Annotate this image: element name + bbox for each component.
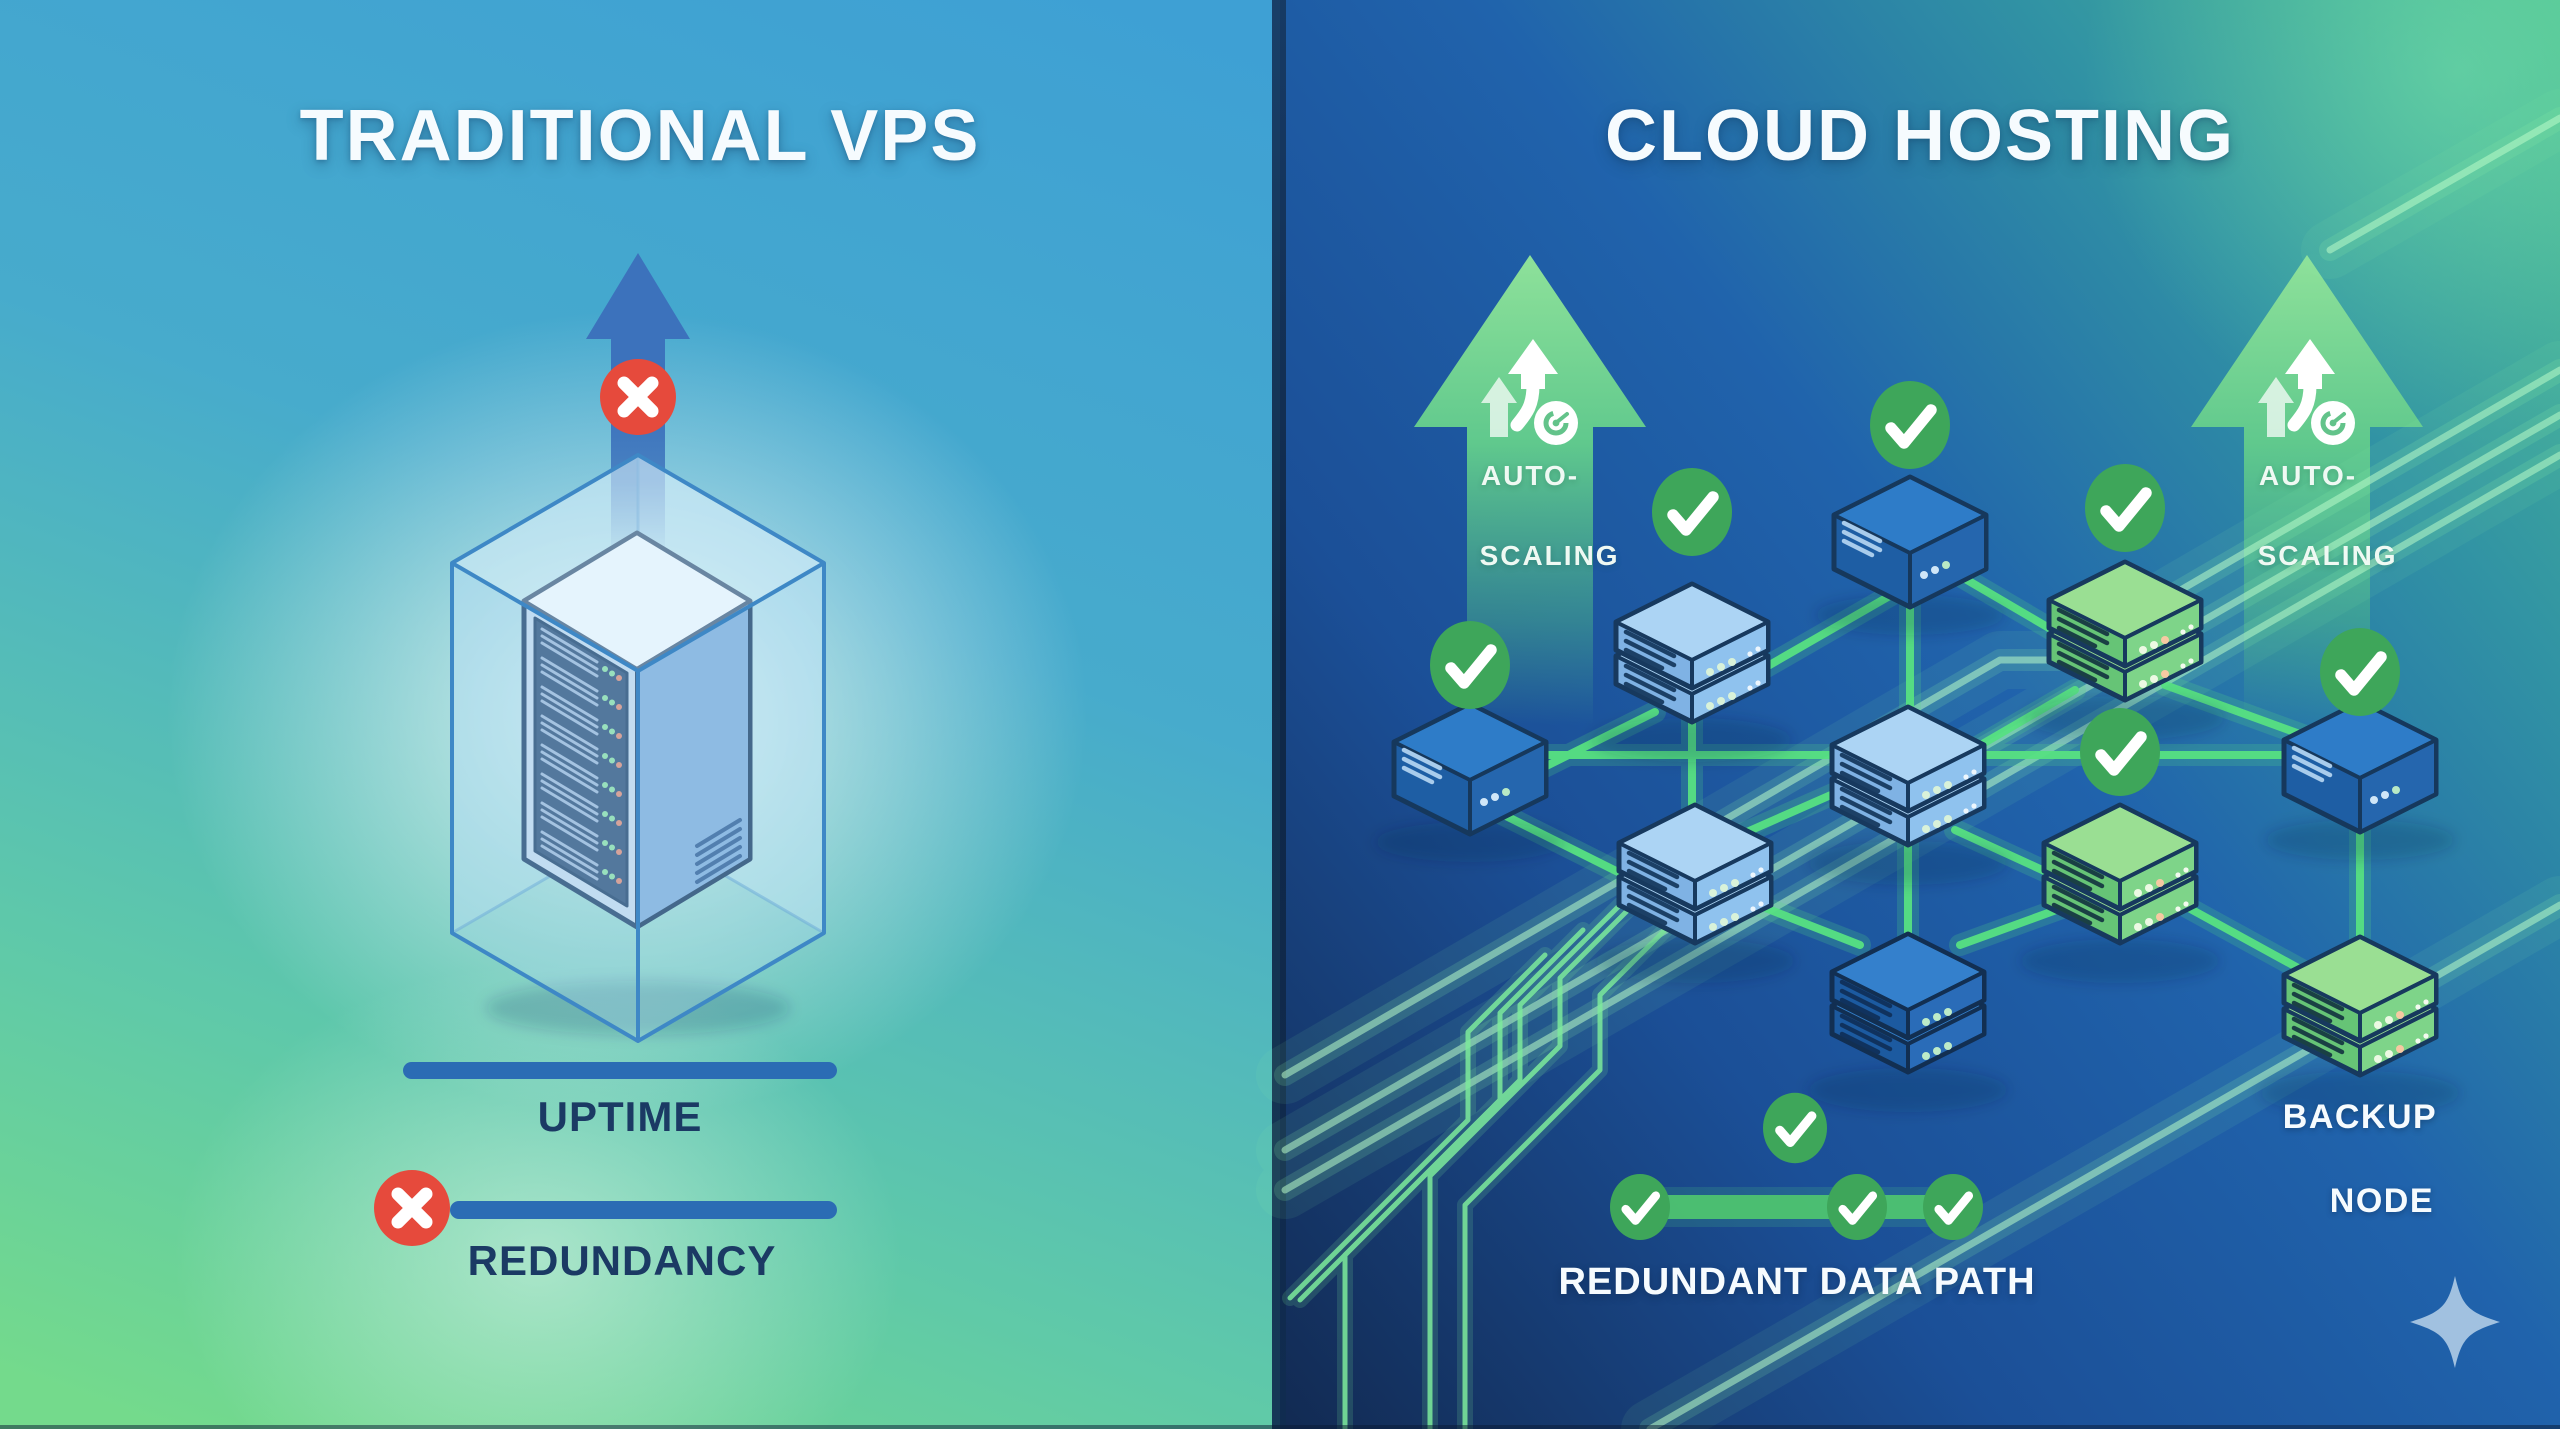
autoscaling-label: AUTO- SCALING <box>1440 456 1619 576</box>
check-circle-icon <box>1652 468 1732 556</box>
left-panel-title: TRADITIONAL VPS <box>299 96 981 176</box>
check-circle-icon <box>2320 628 2400 716</box>
server-node <box>2044 805 2196 943</box>
autoscaling-line2: SCALING <box>1479 540 1620 571</box>
check-circle-icon <box>2080 708 2160 796</box>
server-node <box>1616 584 1768 722</box>
check-circle-icon <box>1430 621 1510 709</box>
x-circle-icon <box>600 359 676 435</box>
four-point-star-icon <box>2410 1276 2500 1368</box>
check-circle-icon <box>1870 381 1950 469</box>
node-shadows <box>1375 595 2460 1115</box>
glass-cube-front <box>450 453 826 1043</box>
redundant-data-path <box>1610 1093 1983 1240</box>
redundancy-label: REDUNDANCY <box>467 1237 777 1284</box>
bottom-edge-line <box>0 1425 2560 1429</box>
check-circle-icon <box>1827 1174 1887 1240</box>
uptime-label: UPTIME <box>537 1093 703 1140</box>
backup-node-label: BACKUP NODE <box>2283 1096 2437 1222</box>
autoscaling-line1: AUTO- <box>2258 460 2358 491</box>
autoscaling-line2: SCALING <box>2257 540 2398 571</box>
vps-illustration <box>374 253 837 1246</box>
check-circle-icon <box>2085 464 2165 552</box>
redundant-data-path-label: REDUNDANT DATA PATH <box>1558 1261 2036 1303</box>
check-circle-icon <box>1610 1174 1670 1240</box>
backup-line2: NODE <box>2329 1182 2435 1220</box>
cloud-illustration <box>1285 118 2560 1429</box>
autoscaling-label: AUTO- SCALING <box>2218 456 2397 576</box>
check-circle-icon <box>1763 1093 1827 1163</box>
x-circle-icon <box>374 1170 450 1246</box>
autoscaling-line1: AUTO- <box>1480 460 1580 491</box>
right-panel-title: CLOUD HOSTING <box>1605 96 2235 176</box>
check-circle-icon <box>1923 1174 1983 1240</box>
backup-line1: BACKUP <box>2282 1098 2438 1136</box>
redundancy-bar <box>450 1201 837 1219</box>
uptime-bar <box>403 1062 837 1079</box>
